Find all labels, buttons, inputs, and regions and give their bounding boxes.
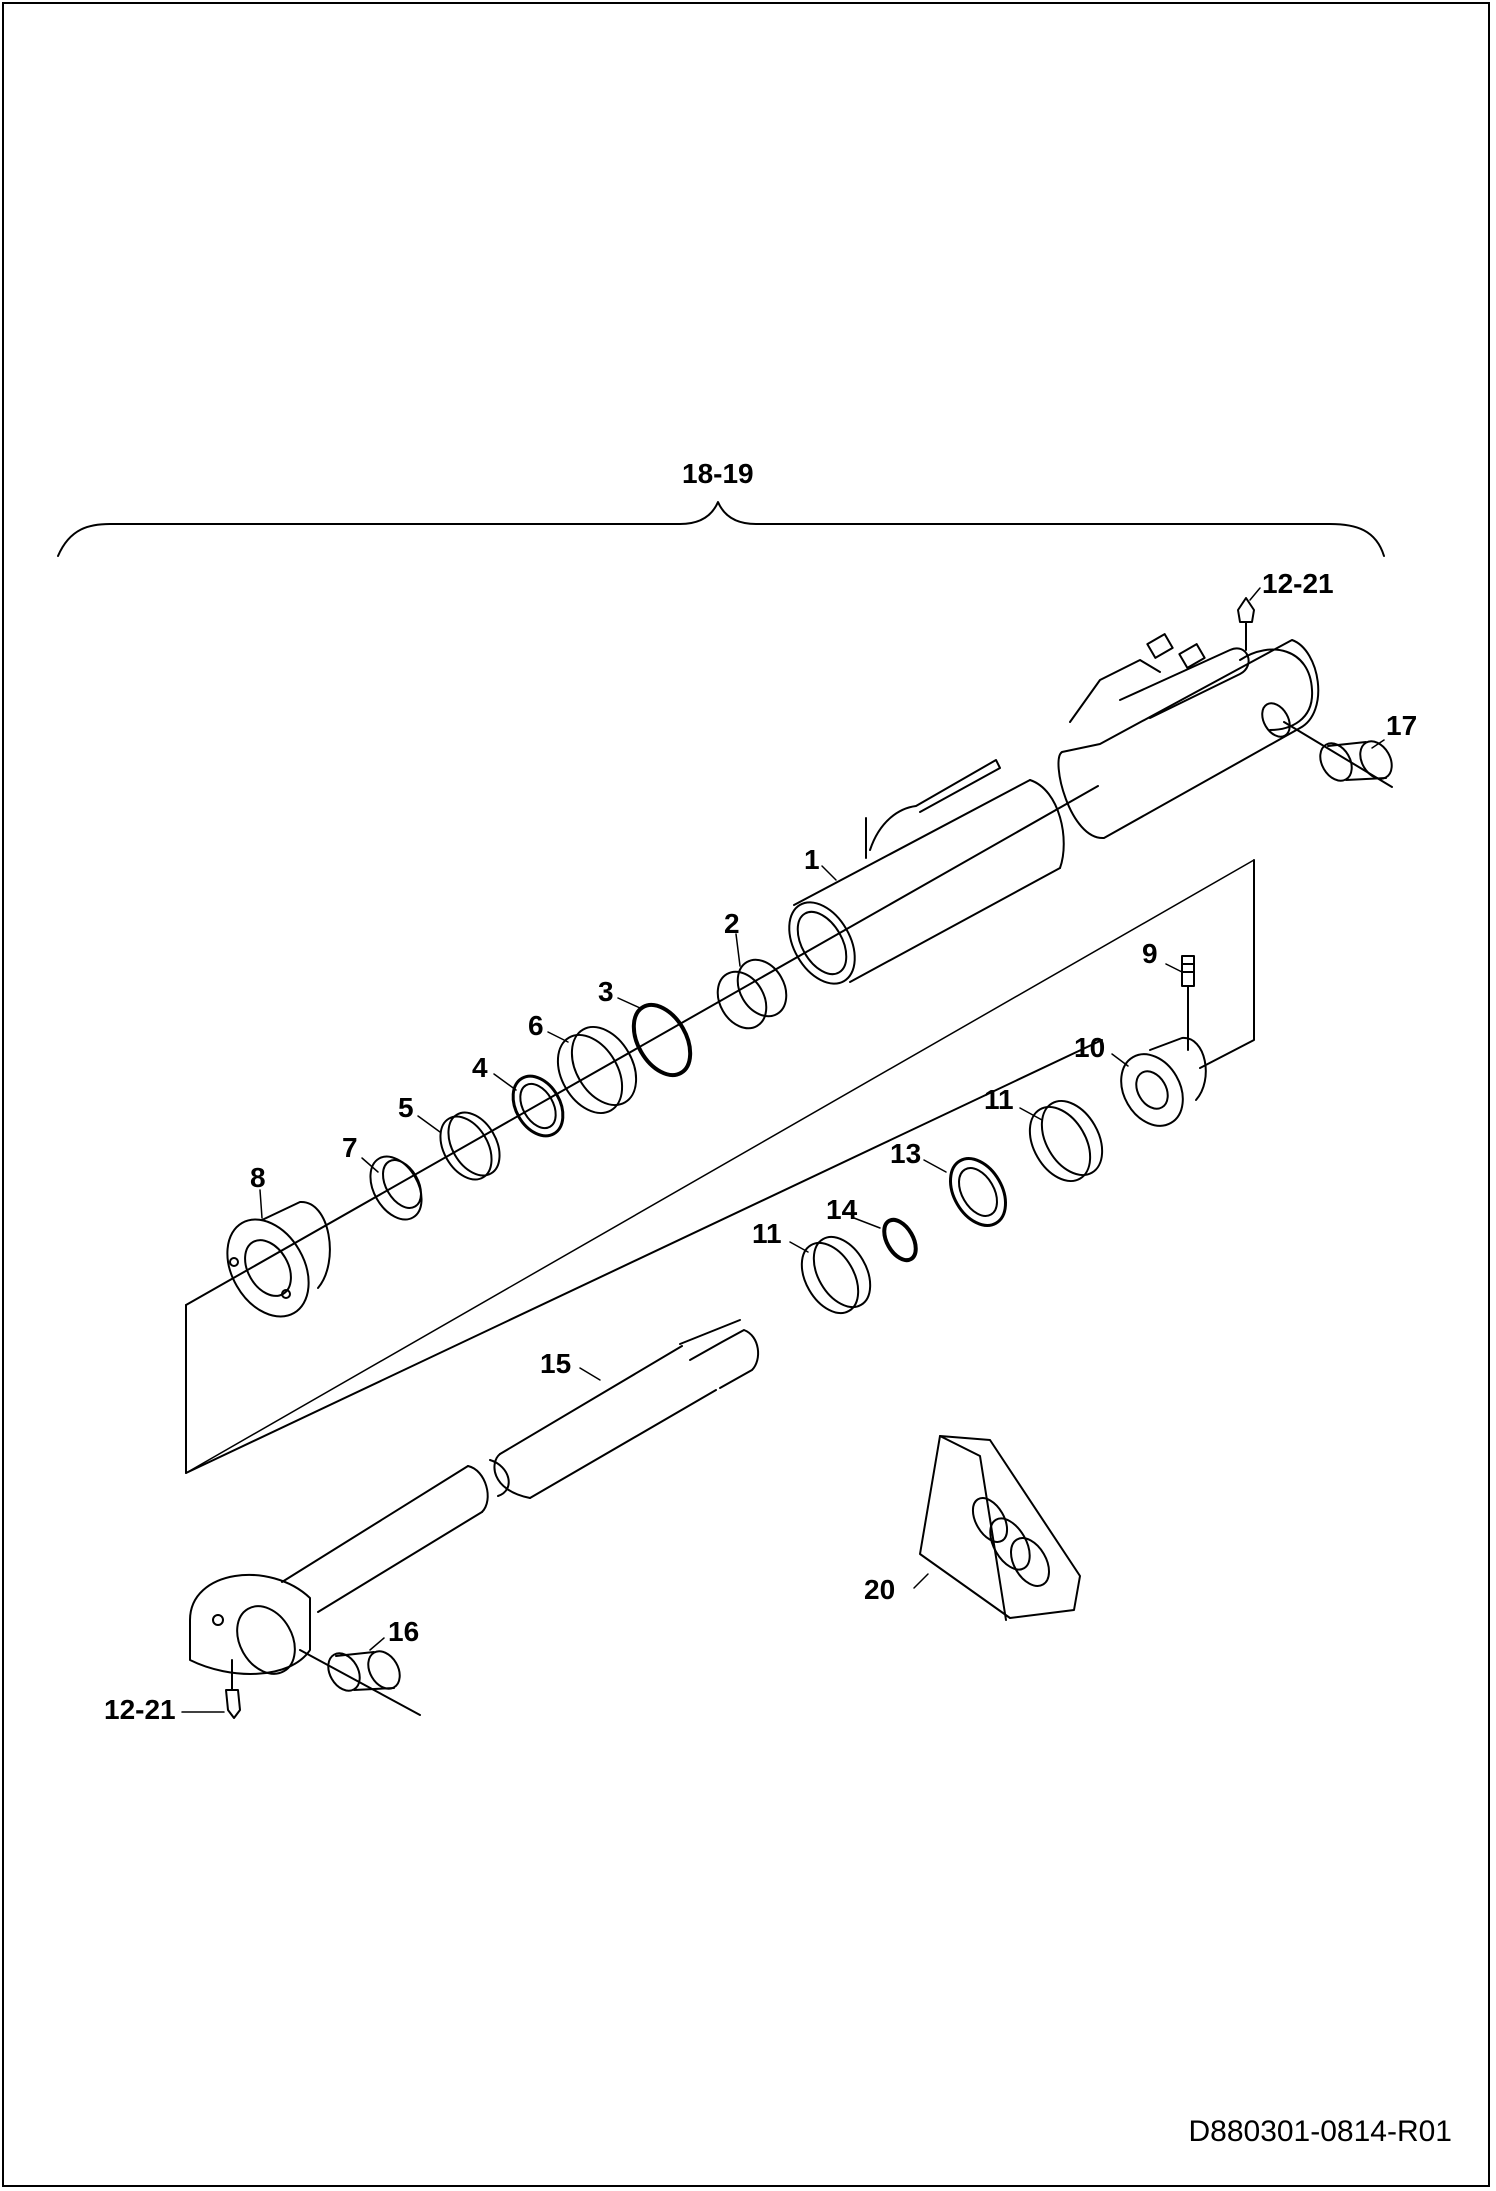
callout-wear-ring-b: 11: [752, 1218, 782, 1249]
wear-ring-b-shape: [800, 1235, 872, 1315]
piston-seal-shape: [949, 1157, 1007, 1227]
callout-piston-seal: 13: [890, 1138, 922, 1169]
callout-seal-7: 7: [342, 1132, 358, 1163]
callout-backup-ring-6: 6: [528, 1010, 544, 1041]
backup-ring-6-shape: [556, 1026, 638, 1114]
drawing-id: D880301-0814-R01: [1188, 2115, 1452, 2148]
callout-seal-4: 4: [472, 1052, 488, 1083]
axis-connector: [185, 859, 1255, 1474]
callout-o-ring-3: 3: [598, 976, 614, 1007]
rod-end-bushing-shape: [327, 1650, 401, 1692]
leader-lines: [181, 587, 1385, 1713]
axis-upper: [185, 785, 1099, 1306]
callout-tube-end-bushing: 17: [1386, 710, 1418, 741]
assembly-brace: [57, 501, 1385, 557]
callout-rod-end-bushing: 16: [388, 1616, 420, 1647]
piston-nut-shape: [1120, 1036, 1207, 1127]
callout-seal-kit: 20: [864, 1574, 896, 1605]
callout-bushing-2: 2: [724, 908, 740, 939]
cylinder-head-end: [1057, 633, 1320, 840]
piston-rod-shape: [281, 1319, 760, 1613]
tube-end-bushing-shape: [1319, 740, 1393, 782]
axis-loop-right: [1199, 859, 1255, 1069]
callout-cylinder-tube: 1: [804, 844, 820, 875]
wiper-5-shape: [439, 1111, 501, 1181]
seal-kit-shape: [919, 1435, 1081, 1621]
seal-4-shape: [511, 1074, 565, 1138]
set-screw-shape: [1181, 955, 1195, 1051]
callout-grease-fitting-bottom: 12-21: [104, 1694, 176, 1725]
callout-grease-fitting-top: 12-21: [1262, 568, 1334, 599]
callout-piston-rod: 15: [540, 1348, 572, 1379]
callout-rod-gland: 8: [250, 1162, 266, 1193]
callout-wear-ring-a: 11: [984, 1084, 1014, 1115]
seal-7-shape: [369, 1155, 423, 1221]
callout-o-ring-14: 14: [826, 1194, 858, 1225]
o-ring-14-shape: [882, 1217, 918, 1263]
o-ring-3-shape: [631, 1002, 693, 1078]
callout-assembly: 18-19: [682, 458, 754, 489]
wear-ring-a-shape: [1028, 1100, 1104, 1182]
callout-wiper-5: 5: [398, 1092, 414, 1123]
grease-fitting-bottom-shape: [225, 1659, 241, 1719]
callout-piston-nut: 10: [1074, 1032, 1106, 1063]
cylinder-tube: [788, 759, 1065, 985]
callout-set-screw: 9: [1142, 938, 1158, 969]
bushing-2-shape: [716, 958, 788, 1030]
rod-eye-shape: [189, 1573, 311, 1675]
axis-lower: [185, 1039, 1103, 1474]
grease-fitting-top-shape: [1237, 597, 1255, 651]
rod-gland-shape: [226, 1200, 331, 1318]
